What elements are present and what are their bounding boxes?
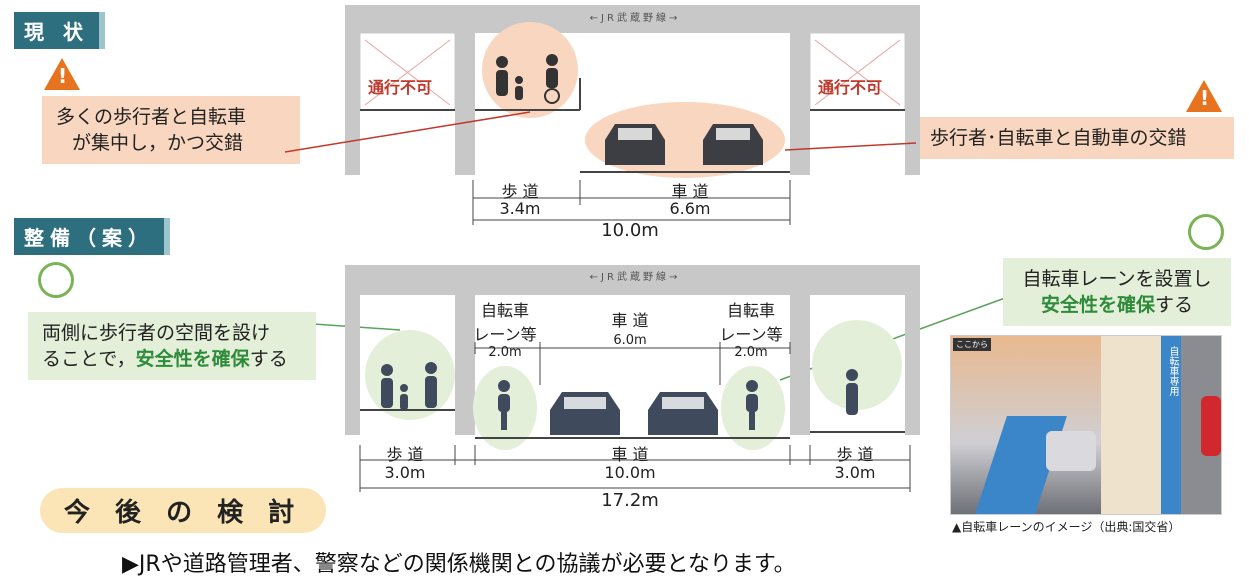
sidewalk-label: 歩 道 (386, 445, 424, 464)
photo-caption: ▲自転車レーンのイメージ（出典:国交省） (952, 520, 1181, 534)
no-entry-label: 通行不可 (818, 78, 883, 97)
no-entry-label: 通行不可 (368, 78, 433, 97)
sidewalk-width: 3.0m (384, 463, 426, 482)
photo-corner-label: ここから (953, 338, 991, 351)
warning-icon: ! (44, 58, 80, 90)
current-left-note: 多くの歩行者と自転車 が集中し，かつ交錯 (42, 96, 300, 164)
lane-label: 車 道 (611, 311, 649, 330)
future-text: ▶JRや道路管理者、警察などの関係機関との協議が必要となります。 (122, 552, 796, 577)
bike-lane-photo: ここから 自転車専用 (950, 335, 1222, 515)
future-title: 今 後 の 検 討 (40, 488, 327, 533)
current-right-note: 歩行者･自転車と自動車の交錯 (916, 117, 1234, 159)
plan-cross-section (345, 265, 920, 492)
plan-tag: 整備（案） (14, 218, 170, 255)
current-tag: 現 状 (14, 12, 105, 49)
sidewalk-label: 歩 道 (501, 182, 539, 201)
ok-circle-icon (38, 262, 74, 298)
ok-circle-icon (1188, 214, 1224, 250)
road-width: 6.6m (669, 199, 711, 218)
total-width: 17.2m (601, 490, 659, 511)
plan-left-note: 両側に歩行者の空間を設け ることで，安全性を確保する (28, 312, 316, 380)
sidewalk-width: 3.4m (499, 199, 541, 218)
bike-lane-label: 自転車 レーン等 2.0m (719, 301, 783, 360)
total-width: 10.0m (601, 220, 659, 241)
bike-lane-label: 自転車 レーン等 2.0m (473, 301, 537, 360)
road-label: 車 道 (611, 445, 649, 464)
rail-label: ←JR武蔵野線→ (589, 13, 681, 24)
road-width: 10.0m (604, 463, 656, 482)
sidewalk-label: 歩 道 (836, 445, 874, 464)
plan-right-note: 自転車レーンを設置し 安全性を確保する (1003, 258, 1231, 326)
warning-icon: ! (1186, 80, 1222, 112)
current-cross-section (345, 5, 920, 225)
sidewalk-width: 3.0m (834, 463, 876, 482)
road-label: 車 道 (671, 182, 709, 201)
lane-width: 6.0m (613, 333, 647, 348)
rail-label: ←JR武蔵野線→ (589, 272, 681, 283)
lane-sign: 自転車専用 (1167, 346, 1178, 396)
